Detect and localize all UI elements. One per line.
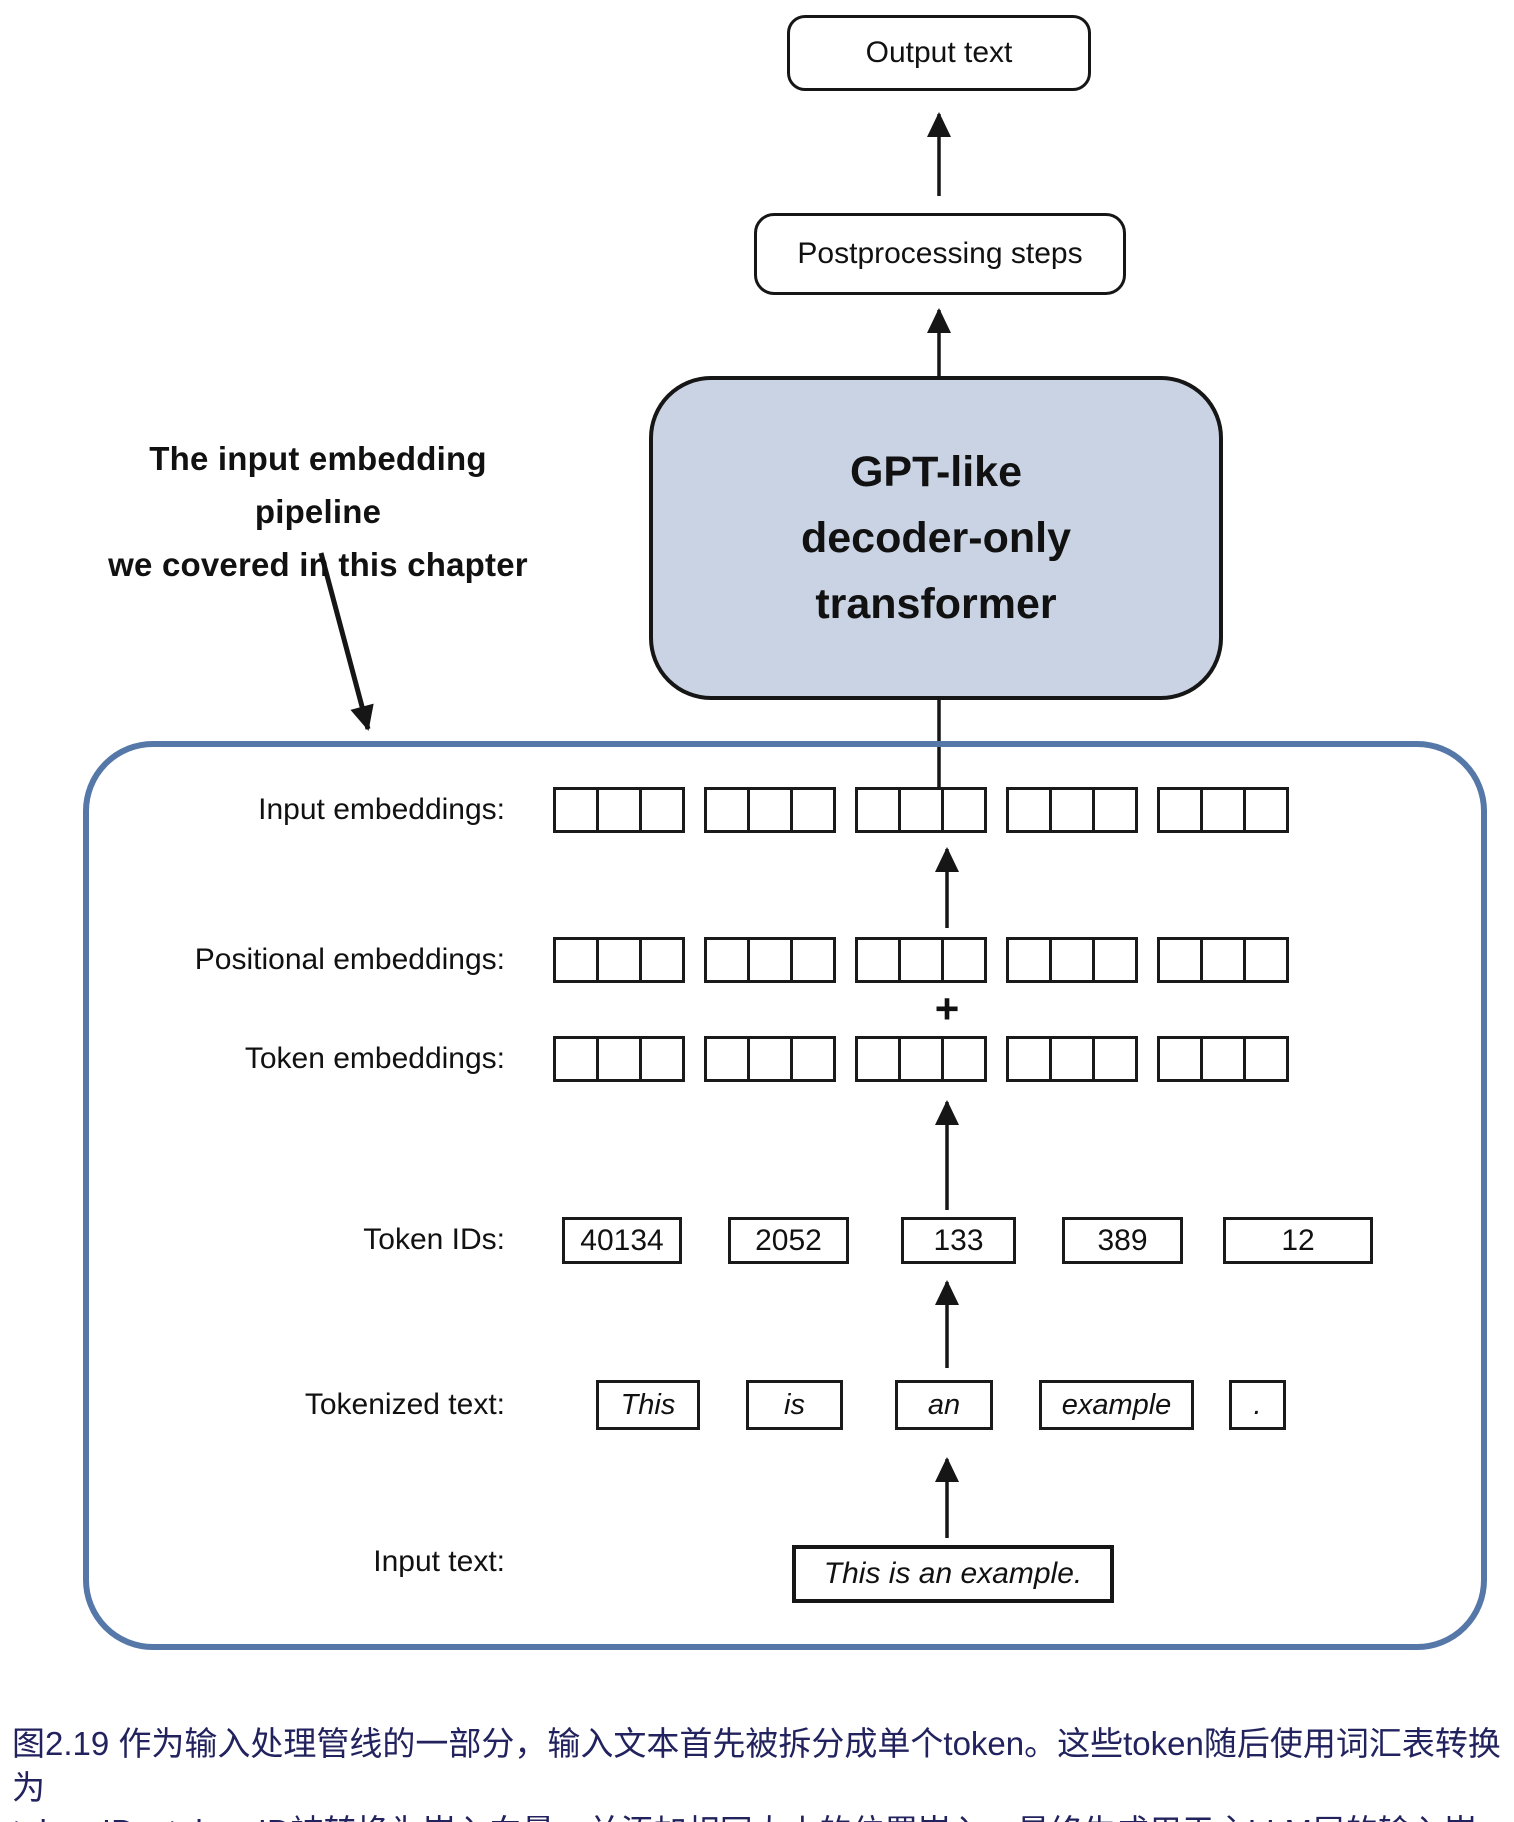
token-box: example bbox=[1039, 1380, 1194, 1430]
embedding-pipeline-container bbox=[83, 741, 1487, 1650]
gpt-decoder-only-transformer-box: GPT-like decoder-only transformer bbox=[649, 376, 1223, 700]
output-text-box: Output text bbox=[787, 15, 1091, 91]
token-box: is bbox=[746, 1380, 843, 1430]
input-embeddings-squares bbox=[553, 787, 1289, 833]
caption-line-1: 图2.19 作为输入处理管线的一部分，输入文本首先被拆分成单个token。这些t… bbox=[12, 1725, 1501, 1806]
embedding-vector bbox=[704, 937, 836, 983]
token-id-box: 389 bbox=[1062, 1217, 1183, 1264]
embedding-vector bbox=[855, 937, 987, 983]
embedding-vector bbox=[704, 787, 836, 833]
positional-embeddings-squares bbox=[553, 937, 1289, 983]
token-box: an bbox=[895, 1380, 993, 1430]
embedding-vector bbox=[1157, 787, 1289, 833]
token-id-box: 40134 bbox=[562, 1217, 682, 1264]
embedding-vector bbox=[1006, 787, 1138, 833]
embedding-vector bbox=[553, 1036, 685, 1082]
embedding-vector bbox=[1157, 1036, 1289, 1082]
token-embeddings-label: Token embeddings: bbox=[244, 1042, 505, 1075]
postprocessing-steps-box: Postprocessing steps bbox=[754, 213, 1126, 295]
token-id-box: 12 bbox=[1223, 1217, 1373, 1264]
embedding-vector bbox=[1006, 1036, 1138, 1082]
annotation-line-1: The input embedding pipeline bbox=[149, 440, 487, 530]
annotation-line-2: we covered in this chapter bbox=[108, 546, 528, 583]
embedding-vector bbox=[1157, 937, 1289, 983]
embedding-vector bbox=[855, 787, 987, 833]
annotation-note: The input embedding pipeline we covered … bbox=[88, 432, 548, 591]
input-text-box: This is an example. bbox=[792, 1545, 1114, 1603]
plus-sign: + bbox=[934, 985, 960, 1032]
embedding-vector bbox=[855, 1036, 987, 1082]
token-id-box: 2052 bbox=[728, 1217, 849, 1264]
tokenized-text-label: Tokenized text: bbox=[304, 1388, 505, 1421]
embedding-vector bbox=[1006, 937, 1138, 983]
token-box: This bbox=[596, 1380, 700, 1430]
gpt-box-line: GPT-like bbox=[849, 448, 1023, 496]
input-embeddings-label: Input embeddings: bbox=[258, 793, 505, 826]
gpt-box-line: decoder-only bbox=[801, 514, 1071, 562]
gpt-box-line: transformer bbox=[815, 580, 1057, 628]
token-id-box: 133 bbox=[901, 1217, 1016, 1264]
caption-line-2: token ID。token ID被转换为嵌入向量，并添加相同大小的位置嵌入，最… bbox=[12, 1810, 1508, 1822]
token-embeddings-squares bbox=[553, 1036, 1289, 1082]
embedding-vector bbox=[553, 937, 685, 983]
input-text-label: Input text: bbox=[373, 1545, 505, 1578]
figure-caption: 图2.19 作为输入处理管线的一部分，输入文本首先被拆分成单个token。这些t… bbox=[12, 1722, 1508, 1822]
token-box: . bbox=[1229, 1380, 1286, 1430]
token-ids-label: Token IDs: bbox=[363, 1223, 505, 1256]
positional-embeddings-label: Positional embeddings: bbox=[194, 943, 505, 976]
embedding-vector bbox=[553, 787, 685, 833]
embedding-vector bbox=[704, 1036, 836, 1082]
